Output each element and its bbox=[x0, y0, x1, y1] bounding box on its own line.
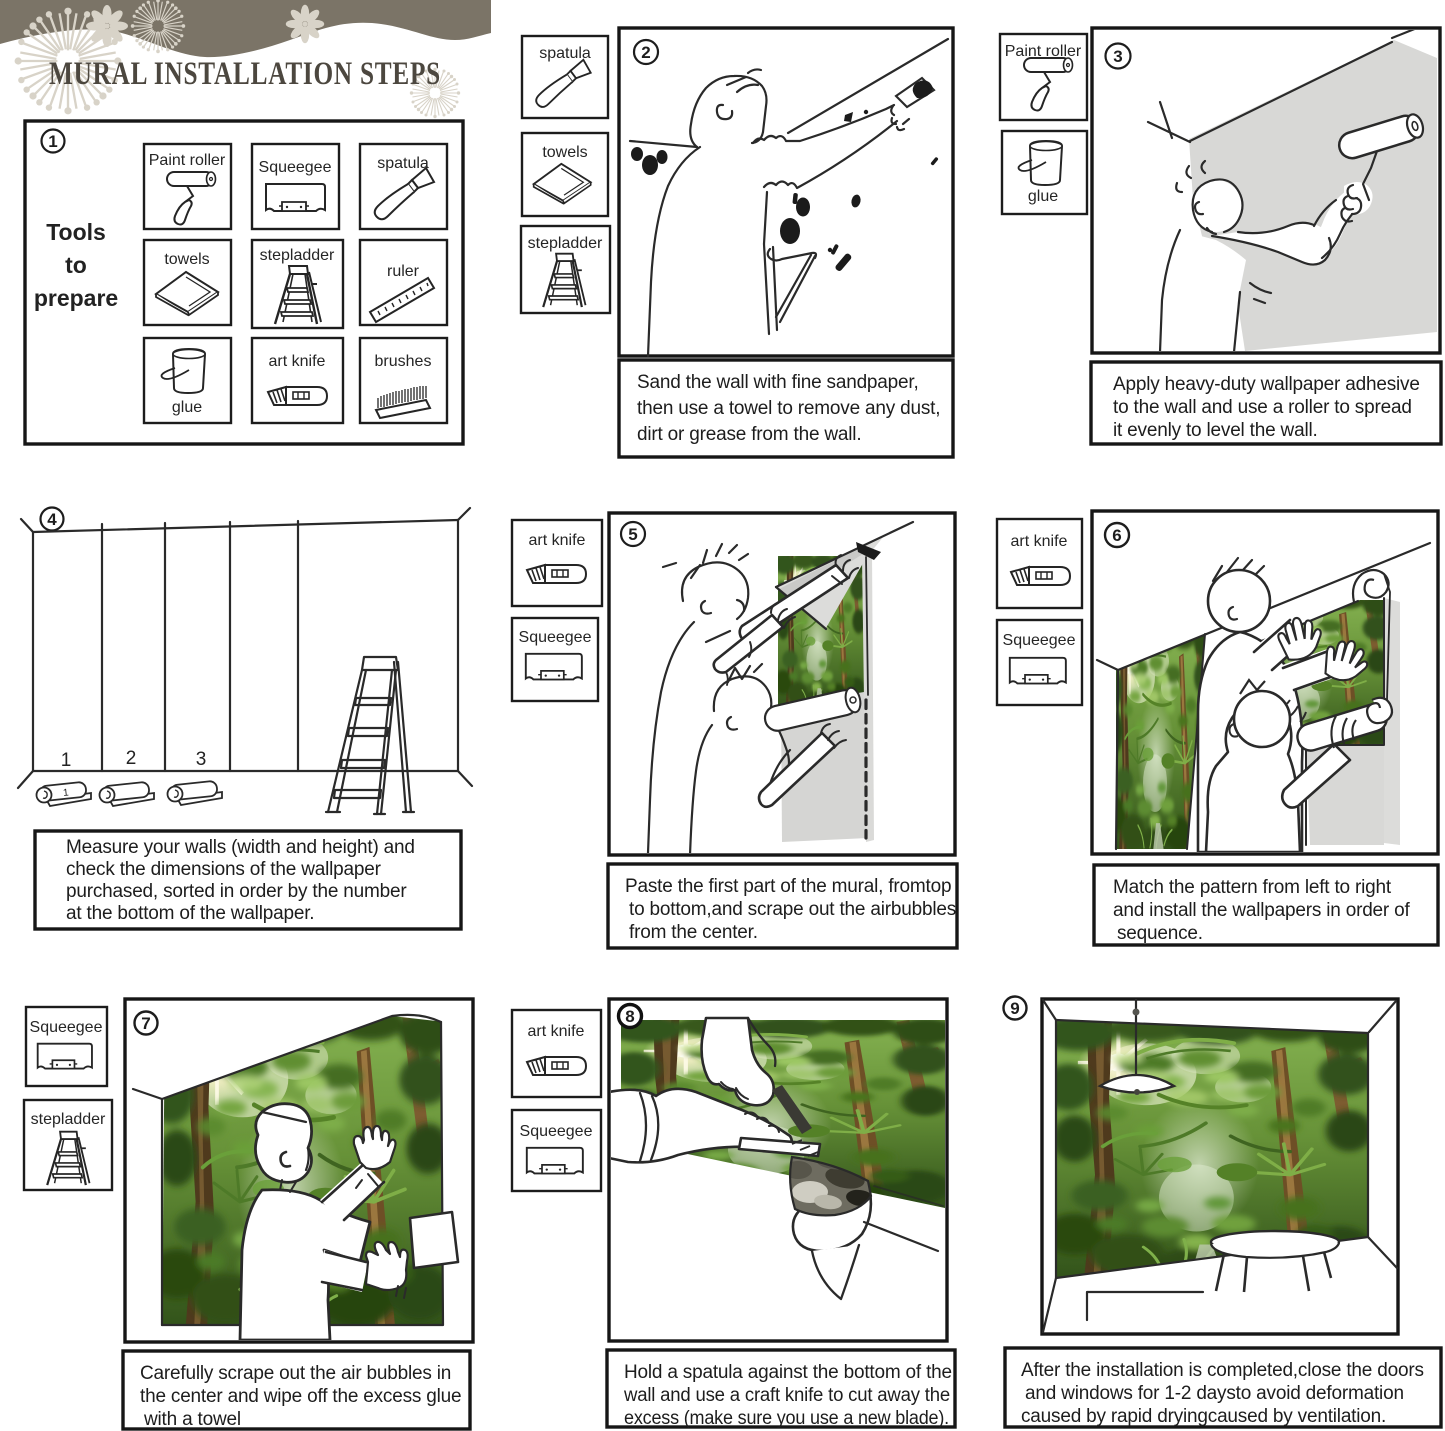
svg-text:Squeegee: Squeegee bbox=[519, 629, 592, 646]
svg-text:stepladder: stepladder bbox=[528, 235, 603, 252]
svg-text:to bottom,and scrape out the a: to bottom,and scrape out the airbubbles bbox=[629, 899, 956, 920]
svg-text:stepladder: stepladder bbox=[260, 247, 335, 264]
svg-text:Paste the first part of the mu: Paste the first part of the mural, fromt… bbox=[625, 876, 951, 897]
svg-text:from the center.: from the center. bbox=[629, 922, 758, 943]
svg-text:Squeegee: Squeegee bbox=[520, 1123, 593, 1140]
svg-text:the center and wipe off the ex: the center and wipe off the excess glue bbox=[140, 1386, 461, 1407]
svg-text:art knife: art knife bbox=[528, 1023, 585, 1040]
svg-text:and install the wallpapers in: and install the wallpapers in order of bbox=[1113, 900, 1410, 921]
svg-text:check the dimensions of the wa: check the dimensions of the wallpaper bbox=[66, 859, 382, 880]
svg-text:then use a towel to remove any: then use a towel to remove any dust, bbox=[637, 398, 940, 419]
svg-text:Match the pattern from left to: Match the pattern from left to right bbox=[1113, 877, 1392, 898]
svg-text:art knife: art knife bbox=[1011, 533, 1068, 550]
svg-text:spatula: spatula bbox=[377, 155, 429, 172]
svg-text:ruler: ruler bbox=[387, 263, 420, 280]
svg-text:towels: towels bbox=[542, 144, 587, 161]
svg-text:to: to bbox=[65, 252, 87, 278]
svg-text:Apply heavy-duty wallpaper adh: Apply heavy-duty wallpaper adhesive bbox=[1113, 374, 1420, 395]
svg-text:art knife: art knife bbox=[269, 353, 326, 370]
svg-text:1: 1 bbox=[48, 132, 57, 151]
svg-text:MURAL INSTALLATION STEPS: MURAL INSTALLATION STEPS bbox=[49, 56, 441, 92]
svg-text:stepladder: stepladder bbox=[31, 1111, 106, 1128]
svg-text:Squeegee: Squeegee bbox=[30, 1019, 103, 1036]
svg-text:purchased, sorted in order by: purchased, sorted in order by the number bbox=[66, 881, 407, 902]
svg-text:2: 2 bbox=[641, 43, 650, 62]
svg-text:caused by rapid dryingcaused b: caused by rapid dryingcaused by ventilat… bbox=[1021, 1406, 1386, 1427]
svg-text:with a towel: with a towel bbox=[143, 1409, 241, 1430]
svg-text:Sand the wall with fine sandpa: Sand the wall with fine sandpaper, bbox=[637, 372, 919, 393]
svg-text:at the bottom of the wallpaper: at the bottom of the wallpaper. bbox=[66, 903, 314, 924]
svg-text:wall and use a craft knife to: wall and use a craft knife to cut away t… bbox=[623, 1385, 950, 1406]
svg-text:Hold a spatula against the bot: Hold a spatula against the bottom of the bbox=[624, 1362, 952, 1383]
svg-text:glue: glue bbox=[172, 399, 202, 416]
svg-text:Squeegee: Squeegee bbox=[1003, 632, 1076, 649]
svg-text:1: 1 bbox=[62, 787, 69, 799]
svg-text:towels: towels bbox=[164, 251, 209, 268]
svg-text:6: 6 bbox=[1112, 526, 1121, 545]
svg-text:3: 3 bbox=[1113, 47, 1122, 66]
svg-text:9: 9 bbox=[1010, 999, 1019, 1018]
svg-text:2: 2 bbox=[126, 748, 137, 769]
svg-text:it evenly to level the wall.: it evenly to level the wall. bbox=[1113, 420, 1318, 441]
svg-text:Paint roller: Paint roller bbox=[1005, 43, 1082, 60]
svg-text:sequence.: sequence. bbox=[1117, 923, 1203, 944]
svg-text:8: 8 bbox=[625, 1007, 634, 1026]
svg-text:Carefully scrape out the air b: Carefully scrape out the air bubbles in bbox=[140, 1363, 451, 1384]
svg-text:3: 3 bbox=[196, 749, 207, 770]
svg-text:excess (make sure you use a ne: excess (make sure you use a new blade). bbox=[624, 1408, 949, 1429]
svg-text:Squeegee: Squeegee bbox=[259, 159, 332, 176]
svg-text:7: 7 bbox=[141, 1014, 150, 1033]
svg-text:to the wall and use a roller t: to the wall and use a roller to spread bbox=[1113, 397, 1412, 418]
svg-text:glue: glue bbox=[1028, 188, 1058, 205]
svg-text:4: 4 bbox=[47, 510, 57, 529]
svg-text:Paint roller: Paint roller bbox=[149, 152, 226, 169]
svg-text:spatula: spatula bbox=[539, 45, 591, 62]
svg-text:prepare: prepare bbox=[34, 285, 118, 311]
svg-text:After the installation is comp: After the installation is completed,clos… bbox=[1021, 1360, 1424, 1381]
svg-text:brushes: brushes bbox=[375, 353, 432, 370]
svg-text:Tools: Tools bbox=[46, 219, 106, 245]
svg-text:and windows for 1-2 daysto avo: and windows for 1-2 daysto avoid deforma… bbox=[1025, 1383, 1404, 1404]
svg-text:5: 5 bbox=[628, 525, 637, 544]
svg-text:art knife: art knife bbox=[529, 532, 586, 549]
svg-text:dirt or grease from the wall.: dirt or grease from the wall. bbox=[637, 424, 861, 445]
svg-text:Measure your walls (width and: Measure your walls (width and height) an… bbox=[66, 837, 415, 858]
svg-text:1: 1 bbox=[61, 750, 72, 771]
